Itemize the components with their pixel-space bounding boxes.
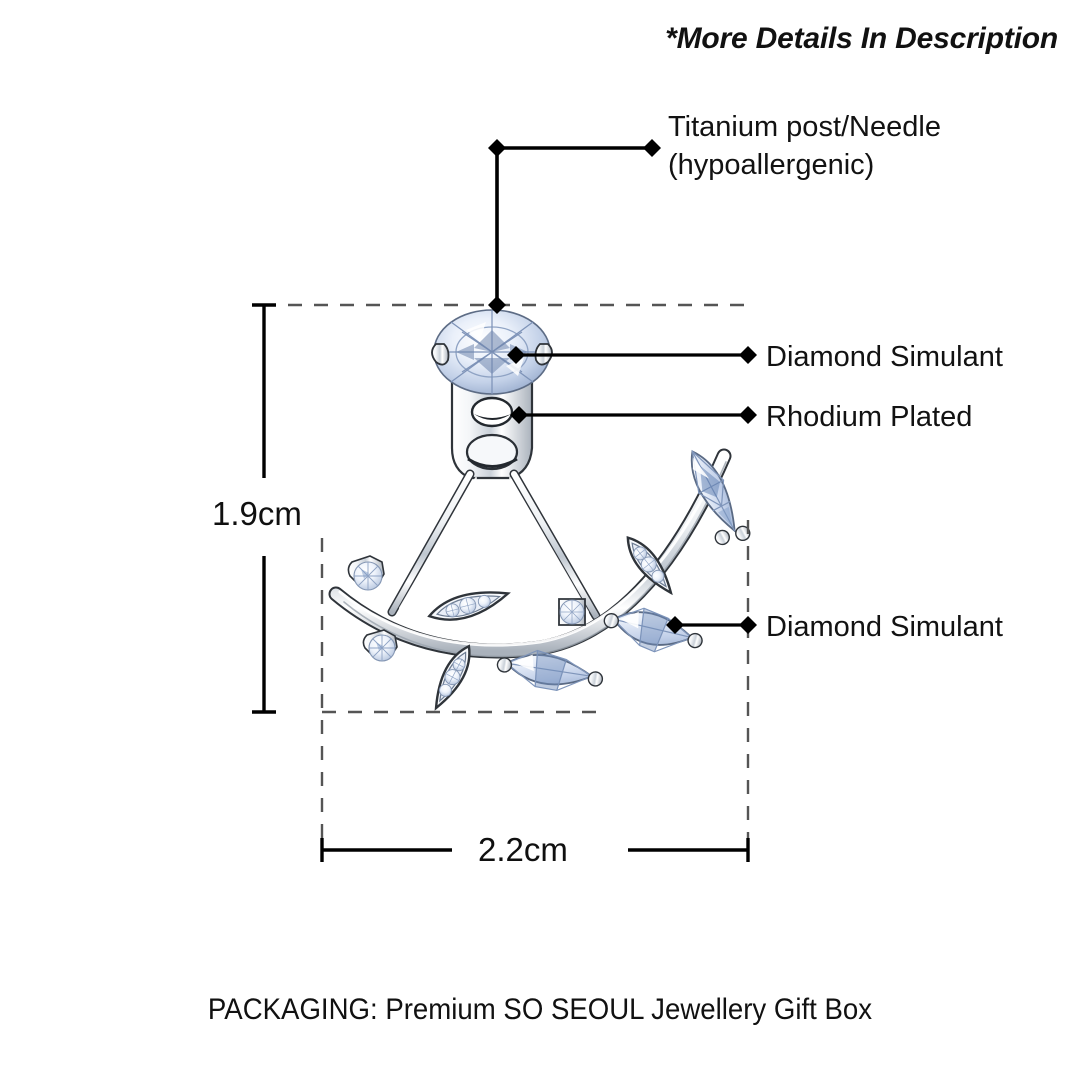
leaf-stone-center-lower xyxy=(496,649,604,692)
leaf-pave-lower-left xyxy=(434,644,471,711)
leaf-stone-right-labeled xyxy=(603,607,703,653)
callout-titanium-line1: Titanium post/Needle xyxy=(668,111,941,143)
packaging-note: PACKAGING: Premium SO SEOUL Jewellery Gi… xyxy=(207,993,873,1026)
leaf-stone-top-right xyxy=(690,449,751,546)
accent-stone-left-lower xyxy=(362,629,398,662)
callout-titanium-line2: (hypoallergenic) xyxy=(668,149,875,182)
accent-stone-left-upper xyxy=(347,555,385,591)
leaf-pave-center xyxy=(427,591,511,621)
callout-diamond-simulant-branch: Diamond Simulant xyxy=(766,611,1003,643)
callout-rhodium-plated: Rhodium Plated xyxy=(766,401,973,433)
dimension-label-width: 2.2cm xyxy=(478,831,568,868)
accent-stone-right-stem xyxy=(558,598,586,626)
leaf-pave-mid-right xyxy=(626,536,673,596)
callout-titanium-post: Titanium post/Needle (hypoallergenic) xyxy=(668,108,941,185)
dimension-label-height: 1.9cm xyxy=(212,495,302,532)
v-connector xyxy=(387,469,601,621)
callout-diamond-simulant-top: Diamond Simulant xyxy=(766,341,1003,373)
stud-stone-group xyxy=(431,309,553,480)
branch-stem xyxy=(328,448,732,659)
more-details-note: *More Details In Description xyxy=(665,22,1058,55)
